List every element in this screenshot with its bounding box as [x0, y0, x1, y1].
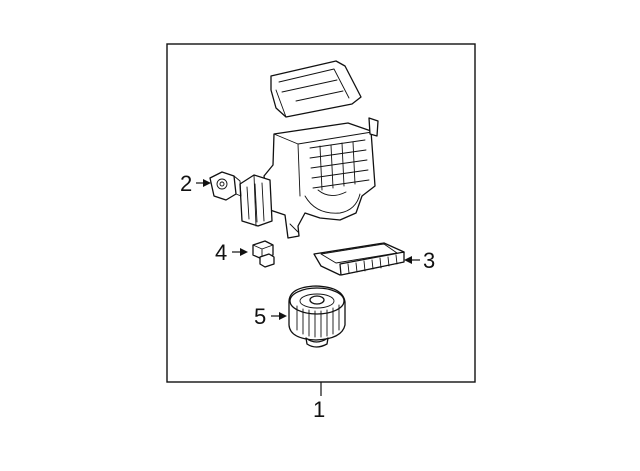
blower-housing-assembly — [239, 60, 379, 239]
callout-4-label: 4 — [215, 240, 227, 265]
part-2-actuator — [209, 171, 242, 201]
part-5-blower-motor — [288, 285, 346, 348]
part-3-filter-tray — [313, 242, 405, 276]
callout-3-arrow — [404, 256, 412, 264]
callout-1-label: 1 — [313, 397, 325, 422]
callout-2-label: 2 — [180, 171, 192, 196]
callout-4-arrow — [240, 248, 248, 256]
callout-5-arrow — [279, 312, 287, 320]
callout-5-label: 5 — [254, 304, 266, 329]
callout-3-label: 3 — [423, 248, 435, 273]
callout-2-arrow — [203, 179, 211, 187]
part-4-resistor — [252, 240, 275, 268]
